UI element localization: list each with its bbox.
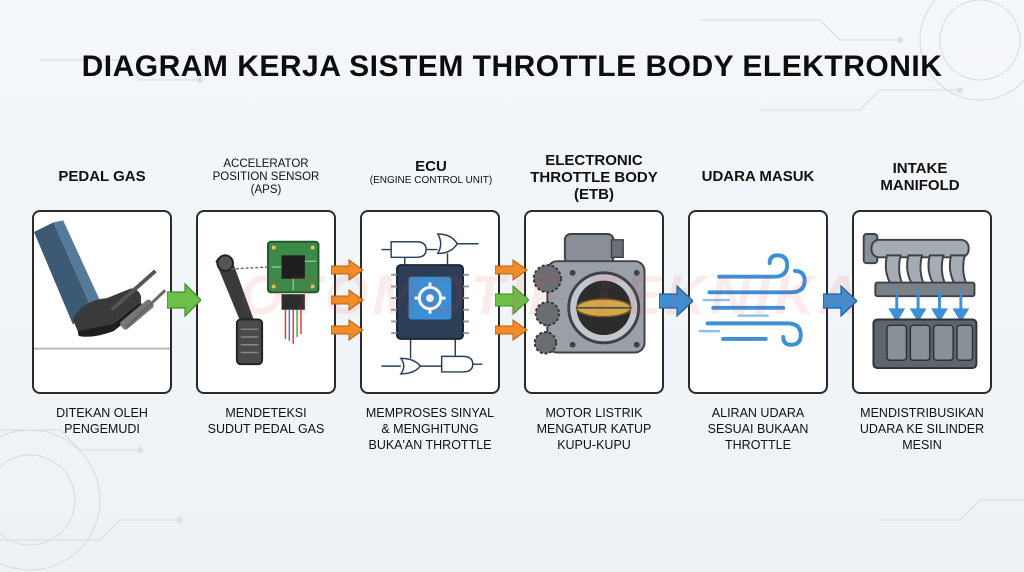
udara-masuk-box [688, 210, 828, 394]
sensor-chip-icon [215, 240, 320, 366]
arrow-green-1 [167, 282, 201, 318]
arrow-orange-group-1 [331, 259, 364, 341]
step-1-title: PEDAL GAS [58, 168, 146, 185]
intake-manifold-box [852, 210, 992, 394]
air-flow-icon [698, 253, 807, 347]
aps-box [196, 210, 336, 394]
page-title: DIAGRAM KERJA SISTEM THROTTLE BODY ELEKT… [81, 50, 943, 83]
etb-box [524, 210, 664, 394]
pedal-foot-icon [34, 220, 170, 350]
intake-manifold-icon [862, 233, 978, 370]
watermark-text: OTOMOTIF TEKNIKA [240, 263, 863, 326]
ecu-chip-icon [381, 233, 483, 375]
step-5-title: UDARA MASUK [701, 168, 815, 185]
arrow-orange-group-2 [495, 259, 529, 341]
pedal-gas-box [32, 210, 172, 394]
throttle-body-icon [532, 233, 646, 355]
step-3-title: ECU (ENGINE CONTROL UNIT) [369, 158, 493, 186]
arrow-blue-2 [823, 284, 857, 318]
arrow-blue-1 [659, 284, 693, 318]
ecu-box [360, 210, 500, 394]
